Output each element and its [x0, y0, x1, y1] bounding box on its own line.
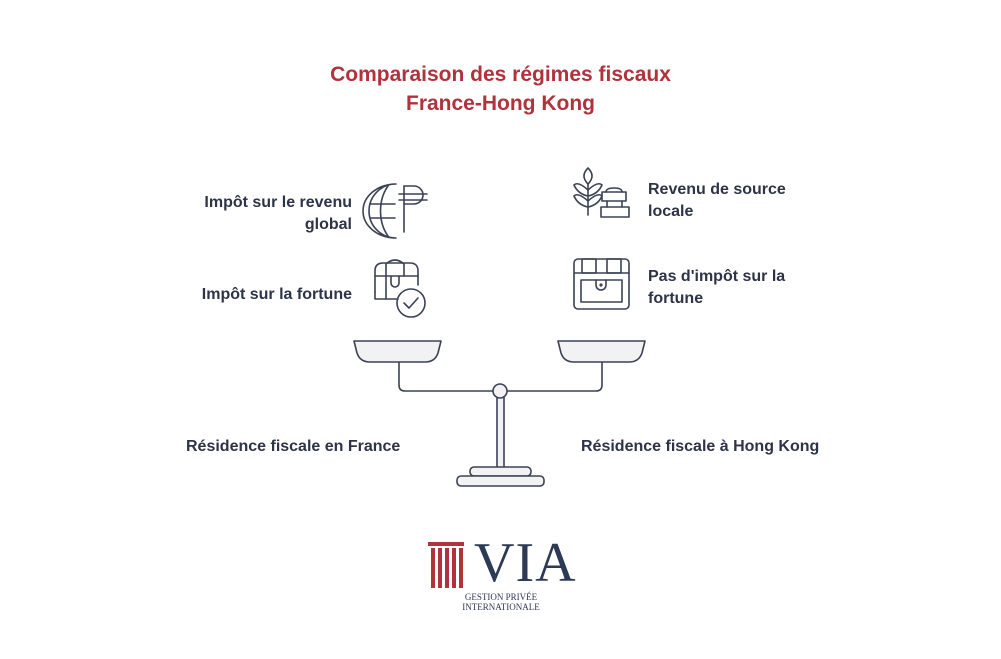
label-line: fortune: [648, 290, 704, 307]
treasure-chest-check-icon: [374, 259, 426, 318]
page-title: Comparaison des régimes fiscaux France-H…: [0, 60, 1001, 118]
logo-subtitle: GESTION PRIVÉE INTERNATIONALE: [462, 592, 540, 612]
label-line: global: [304, 216, 352, 233]
globe-currency-icon: [362, 183, 428, 239]
label-line: Revenu de source: [648, 181, 786, 198]
left-item-wealth-tax: Impôt sur la fortune: [202, 284, 352, 306]
logo-name: VIA: [474, 532, 577, 594]
caption-hong-kong: Résidence fiscale à Hong Kong: [581, 438, 820, 455]
label-line: Impôt sur la fortune: [201, 286, 352, 303]
left-item-global-income-tax: Impôt sur le revenu global: [204, 192, 352, 236]
right-item-no-wealth-tax: Pas d'impôt sur la fortune: [648, 266, 785, 310]
wheat-market-stall-icon: [573, 167, 630, 218]
label-line: Pas d'impôt sur la: [648, 268, 786, 285]
label-line: Impôt sur le revenu: [204, 194, 352, 211]
right-item-local-source-income: Revenu de source locale: [648, 179, 786, 223]
balance-scale-icon: [353, 340, 646, 487]
title-line-1: Comparaison des régimes fiscaux: [330, 63, 671, 86]
treasure-chest-icon: [573, 258, 630, 310]
caption-france: Résidence fiscale en France: [186, 438, 401, 455]
logo-column-icon: [428, 542, 464, 588]
label-line: locale: [648, 203, 694, 220]
title-line-2: France-Hong Kong: [406, 92, 595, 115]
